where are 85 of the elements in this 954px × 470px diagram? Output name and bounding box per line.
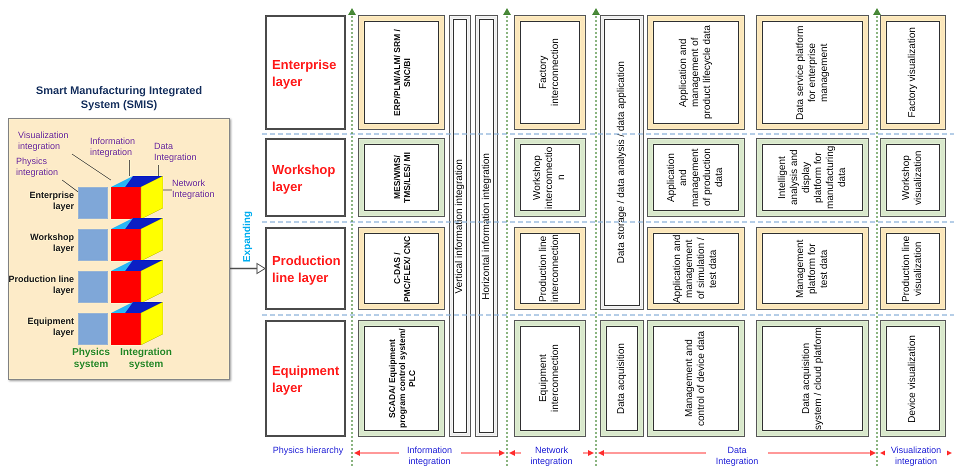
module-label: SCADA/ Equipment program control system/ PLC — [364, 326, 439, 431]
module-label: Workshop visualization — [886, 144, 940, 211]
physics-block — [78, 229, 108, 261]
physics-block — [78, 187, 108, 219]
module-label: Application and management of product lifecycle data — [653, 21, 739, 124]
integration-label: Visualization integration — [18, 130, 90, 154]
module-frame — [756, 15, 869, 130]
module-frame — [358, 320, 445, 437]
layer-caption: Equipment layer — [26, 316, 74, 338]
module-frame — [475, 15, 498, 437]
module-frame — [514, 320, 586, 437]
module-label: Device visualization — [886, 326, 940, 431]
integration-label: Information integration — [90, 136, 148, 160]
layer-box — [265, 320, 346, 437]
panel-title: Smart Manufacturing Integrated System (SMIS) — [34, 84, 204, 112]
module-label: Factory interconnection — [520, 21, 580, 124]
expand-arrow — [230, 263, 266, 274]
layer-caption: Production line layer — [8, 274, 74, 296]
layer-caption: Enterprise layer — [28, 190, 74, 212]
system-caption: Integration system — [119, 347, 173, 371]
module-label: Application and management of simulation / test data — [653, 233, 739, 304]
physics-block — [78, 271, 108, 303]
module-label: Workshop interconnection — [520, 144, 580, 211]
layer-box — [265, 138, 346, 217]
module-frame — [756, 320, 869, 437]
layer-caption: Workshop layer — [29, 232, 74, 254]
integration-cube-drawing — [111, 260, 163, 303]
layer-title: Enterprise layer — [272, 56, 338, 90]
module-label: Management platform for test data — [762, 233, 863, 304]
layer-box — [265, 15, 346, 130]
module-label: MES/WMS/ TMS/LES/ MI — [364, 144, 439, 211]
module-frame — [756, 138, 869, 217]
module-frame — [880, 15, 946, 130]
physics-block — [78, 313, 108, 345]
module-frame — [358, 227, 445, 310]
module-frame — [880, 227, 946, 310]
module-label: ERP/PLM/ALM/ SRM / SNC/BI — [364, 21, 439, 124]
module-label: Data service platform for enterprise management — [762, 21, 863, 124]
layer-box — [265, 227, 346, 310]
integration-cube-drawing — [111, 176, 163, 219]
layer-title: Workshop layer — [272, 160, 336, 194]
column-caption: Data Integration — [706, 445, 768, 467]
module-frame — [880, 138, 946, 217]
column-caption: Physics hierarchy — [272, 445, 344, 456]
leader-line — [72, 154, 112, 180]
system-caption: Physics system — [71, 347, 111, 371]
module-label: Vertical information integration — [453, 19, 467, 433]
integration-label: Physics integration — [16, 156, 76, 180]
integration-cube-drawing — [111, 218, 163, 261]
module-label: Application and management of production data — [653, 144, 739, 211]
module-frame — [647, 227, 745, 310]
module-label: Horizontal information integration — [479, 19, 494, 433]
column-caption: Network integration — [520, 445, 582, 467]
module-frame — [647, 15, 745, 130]
layer-title: Equipment layer — [272, 362, 340, 396]
module-label: Management and control of device data — [653, 326, 739, 431]
module-frame — [358, 138, 445, 217]
column-caption: Information integration — [398, 445, 460, 467]
module-label: Data acquisition system / cloud platform — [762, 326, 863, 431]
module-frame — [514, 227, 586, 310]
module-frame — [880, 320, 946, 437]
column-caption: Visualization integration — [885, 445, 947, 467]
layer-title: Production line layer — [272, 252, 341, 286]
module-label: Intelligent analysis and display platform for manufacturing data — [762, 144, 863, 211]
module-frame — [647, 138, 745, 217]
leader-line — [129, 160, 130, 176]
integration-label: Network Integration — [172, 178, 226, 202]
module-label: Equipment interconnection — [520, 326, 580, 431]
module-label: Data acquisition — [606, 326, 638, 431]
module-label: C-DAS / PMC/FLEX/ CNC — [364, 233, 439, 304]
module-frame — [756, 227, 869, 310]
module-frame — [449, 15, 471, 437]
module-frame — [358, 15, 445, 130]
module-label: Factory visualization — [886, 21, 940, 124]
integration-cube-drawing — [111, 302, 163, 345]
module-frame — [600, 320, 644, 437]
integration-label: Data Integration — [154, 141, 210, 165]
module-label: Production line visualization — [886, 233, 940, 304]
module-frame — [647, 320, 745, 437]
module-frame — [514, 138, 586, 217]
edge-label: Expanding — [242, 211, 254, 262]
leader-line — [62, 180, 78, 192]
module-label: Production line interconnection — [520, 233, 580, 304]
leader-line — [158, 164, 159, 176]
module-frame — [514, 15, 586, 130]
